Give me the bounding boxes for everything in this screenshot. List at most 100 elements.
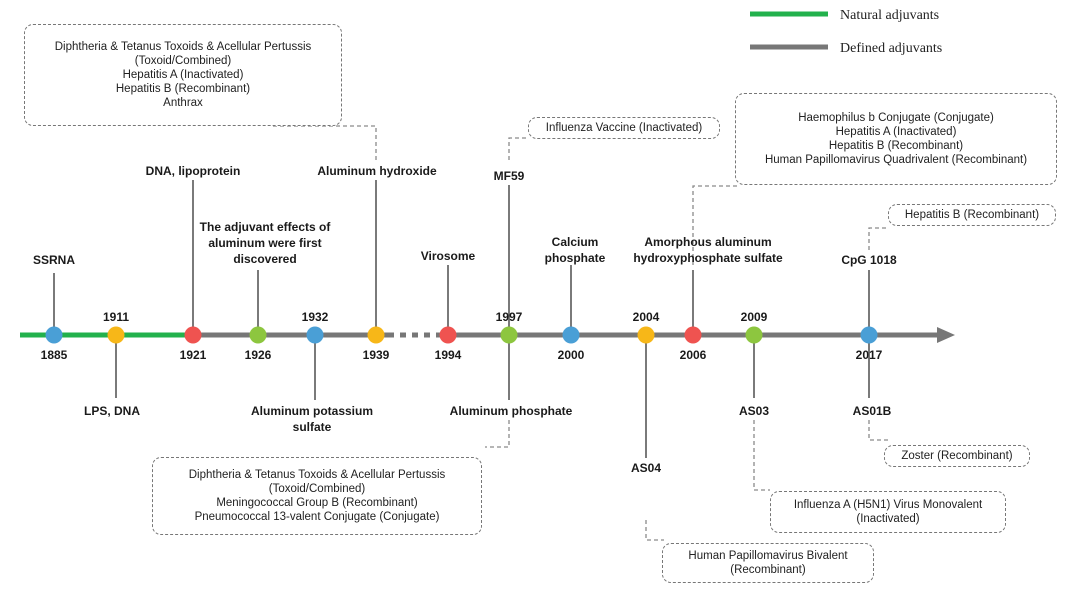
vaccine-line: (Recombinant) bbox=[730, 564, 806, 576]
adjuvant-label-line: LPS, DNA bbox=[84, 404, 140, 418]
adjuvant-label-line: AS03 bbox=[739, 404, 769, 418]
year-dot-1939 bbox=[367, 326, 385, 344]
vaccine-box-cpg1018: Hepatitis B (Recombinant) bbox=[888, 204, 1056, 226]
adjuvant-label-line: AS04 bbox=[631, 461, 661, 475]
adjuvant-label-as04: AS04 bbox=[631, 461, 661, 475]
stems bbox=[53, 180, 870, 458]
adjuvant-label-line: Aluminum potassium bbox=[251, 404, 373, 418]
year-dot-1911 bbox=[107, 326, 125, 344]
year-dot-1997 bbox=[500, 326, 518, 344]
vaccine-line: Diphtheria & Tetanus Toxoids & Acellular… bbox=[188, 469, 446, 481]
adjuvant-label-calcium-phosphate: Calcium phosphate bbox=[545, 235, 606, 265]
leaders bbox=[270, 125, 888, 541]
year-dot-2017 bbox=[860, 326, 878, 344]
adjuvant-label-as03: AS03 bbox=[739, 404, 769, 418]
vaccine-box-amorphous: Haemophilus b Conjugate (Conjugate) Hepat… bbox=[735, 93, 1057, 185]
year-dot-2000 bbox=[562, 326, 580, 344]
year-label-1921: 1921 bbox=[180, 348, 207, 362]
vaccine-line: Meningococcal Group B (Recombinant) bbox=[216, 497, 418, 509]
leader-as03 bbox=[753, 420, 770, 491]
legend-defined-label: Defined adjuvants bbox=[840, 41, 942, 56]
vaccine-box-mf59: Influenza Vaccine (Inactivated) bbox=[528, 117, 720, 139]
adjuvant-label-amorphous: Amorphous aluminum hydroxyphosphate sulfa… bbox=[633, 235, 783, 265]
adjuvant-label-aluminum-hydroxide: Aluminum hydroxide bbox=[317, 164, 437, 178]
adjuvant-label-aluminum-phosphate: Aluminum phosphate bbox=[450, 404, 573, 418]
year-dot-1926 bbox=[249, 326, 267, 344]
vaccine-line: Hepatitis B (Recombinant) bbox=[828, 140, 964, 152]
legend: Natural adjuvants Defined adjuvants bbox=[750, 8, 942, 56]
adjuvant-label-line: Calcium bbox=[552, 235, 599, 249]
adjuvant-label-ssrna: SSRNA bbox=[33, 253, 75, 267]
year-label-2017: 2017 bbox=[856, 348, 883, 362]
adjuvant-label-mf59: MF59 bbox=[494, 169, 525, 183]
leader-aluminum-hydroxide bbox=[270, 125, 377, 160]
adjuvant-label-line: MF59 bbox=[494, 169, 525, 183]
adjuvant-label-line: Amorphous aluminum bbox=[644, 235, 771, 249]
vaccine-line: Influenza A (H5N1) Virus Monovalent bbox=[793, 499, 983, 511]
vaccine-line: (Inactivated) bbox=[856, 513, 920, 525]
year-label-1997: 1997 bbox=[496, 310, 523, 324]
vaccine-line: Pneumococcal 13-valent Conjugate (Conjug… bbox=[194, 511, 440, 523]
year-dot-2006 bbox=[684, 326, 702, 344]
year-label-2000: 2000 bbox=[558, 348, 585, 362]
vaccine-line: (Toxoid/Combined) bbox=[268, 483, 366, 495]
vaccine-line: Zoster (Recombinant) bbox=[901, 450, 1013, 462]
leader-mf59 bbox=[508, 137, 528, 160]
vaccine-box-aluminum-hydroxide: Diphtheria & Tetanus Toxoids & Acellular… bbox=[24, 24, 342, 126]
vaccine-line: Hepatitis B (Recombinant) bbox=[904, 209, 1040, 221]
year-label-1926: 1926 bbox=[245, 348, 272, 362]
adjuvant-label-aluminum-first: The adjuvant effects of aluminum were fir… bbox=[200, 220, 332, 266]
vaccine-line: Human Papillomavirus Bivalent bbox=[688, 550, 848, 562]
vaccine-line: Haemophilus b Conjugate (Conjugate) bbox=[798, 112, 994, 124]
adjuvant-label-line: Aluminum phosphate bbox=[450, 404, 573, 418]
timeline-arrowhead bbox=[937, 327, 955, 343]
year-dot-2004 bbox=[637, 326, 655, 344]
year-dot-1932 bbox=[306, 326, 324, 344]
adjuvant-label-dna-lipoprotein: DNA, lipoprotein bbox=[146, 164, 241, 178]
adjuvant-label-aluminum-potassium-sulfate: Aluminum potassium sulfate bbox=[251, 404, 373, 434]
year-label-1885: 1885 bbox=[41, 348, 68, 362]
vaccine-line: Anthrax bbox=[163, 97, 203, 109]
adjuvant-label-line: SSRNA bbox=[33, 253, 75, 267]
adjuvant-label-line: DNA, lipoprotein bbox=[146, 164, 241, 178]
timeline-axis bbox=[20, 327, 955, 343]
leader-as04 bbox=[645, 520, 664, 541]
vaccine-line: Diphtheria & Tetanus Toxoids & Acellular… bbox=[54, 41, 312, 53]
adjuvant-label-line: phosphate bbox=[545, 251, 606, 265]
leader-amorphous bbox=[692, 185, 738, 265]
leader-cpg1018 bbox=[868, 227, 888, 250]
vaccine-line: Hepatitis A (Inactivated) bbox=[122, 69, 244, 81]
year-dot-1921 bbox=[184, 326, 202, 344]
vaccine-box-as04: Human Papillomavirus Bivalent (Recombinan… bbox=[662, 543, 874, 583]
adjuvant-label-line: aluminum were first bbox=[208, 236, 321, 250]
adjuvant-label-virosome: Virosome bbox=[421, 249, 476, 263]
year-dot-1885 bbox=[45, 326, 63, 344]
leader-aluminum-phosphate bbox=[485, 420, 510, 448]
adjuvant-label-line: hydroxyphosphate sulfate bbox=[633, 251, 783, 265]
adjuvant-label-line: CpG 1018 bbox=[841, 253, 897, 267]
adjuvant-label-line: Virosome bbox=[421, 249, 476, 263]
vaccine-box-aluminum-phosphate: Diphtheria & Tetanus Toxoids & Acellular… bbox=[152, 457, 482, 535]
vaccine-line: Hepatitis B (Recombinant) bbox=[115, 83, 251, 95]
vaccine-box-as01b: Zoster (Recombinant) bbox=[884, 445, 1030, 467]
adjuvant-label-line: sulfate bbox=[293, 420, 332, 434]
adjuvant-label-line: discovered bbox=[233, 252, 296, 266]
adjuvant-label-line: The adjuvant effects of bbox=[200, 220, 332, 234]
vaccine-line: (Toxoid/Combined) bbox=[134, 55, 232, 67]
adjuvant-label-lps-dna: LPS, DNA bbox=[84, 404, 140, 418]
year-label-2006: 2006 bbox=[680, 348, 707, 362]
year-label-1911: 1911 bbox=[103, 310, 129, 324]
year-markers bbox=[45, 326, 878, 344]
year-label-1939: 1939 bbox=[363, 348, 390, 362]
vaccine-line: Hepatitis A (Inactivated) bbox=[835, 126, 957, 138]
year-dot-1994 bbox=[439, 326, 457, 344]
year-label-2009: 2009 bbox=[741, 310, 768, 324]
year-dot-2009 bbox=[745, 326, 763, 344]
year-label-1994: 1994 bbox=[435, 348, 462, 362]
vaccine-line: Human Papillomavirus Quadrivalent (Recom… bbox=[764, 154, 1028, 166]
vaccine-box-as03: Influenza A (H5N1) Virus Monovalent (Inac… bbox=[770, 491, 1006, 533]
legend-natural-label: Natural adjuvants bbox=[840, 8, 939, 23]
